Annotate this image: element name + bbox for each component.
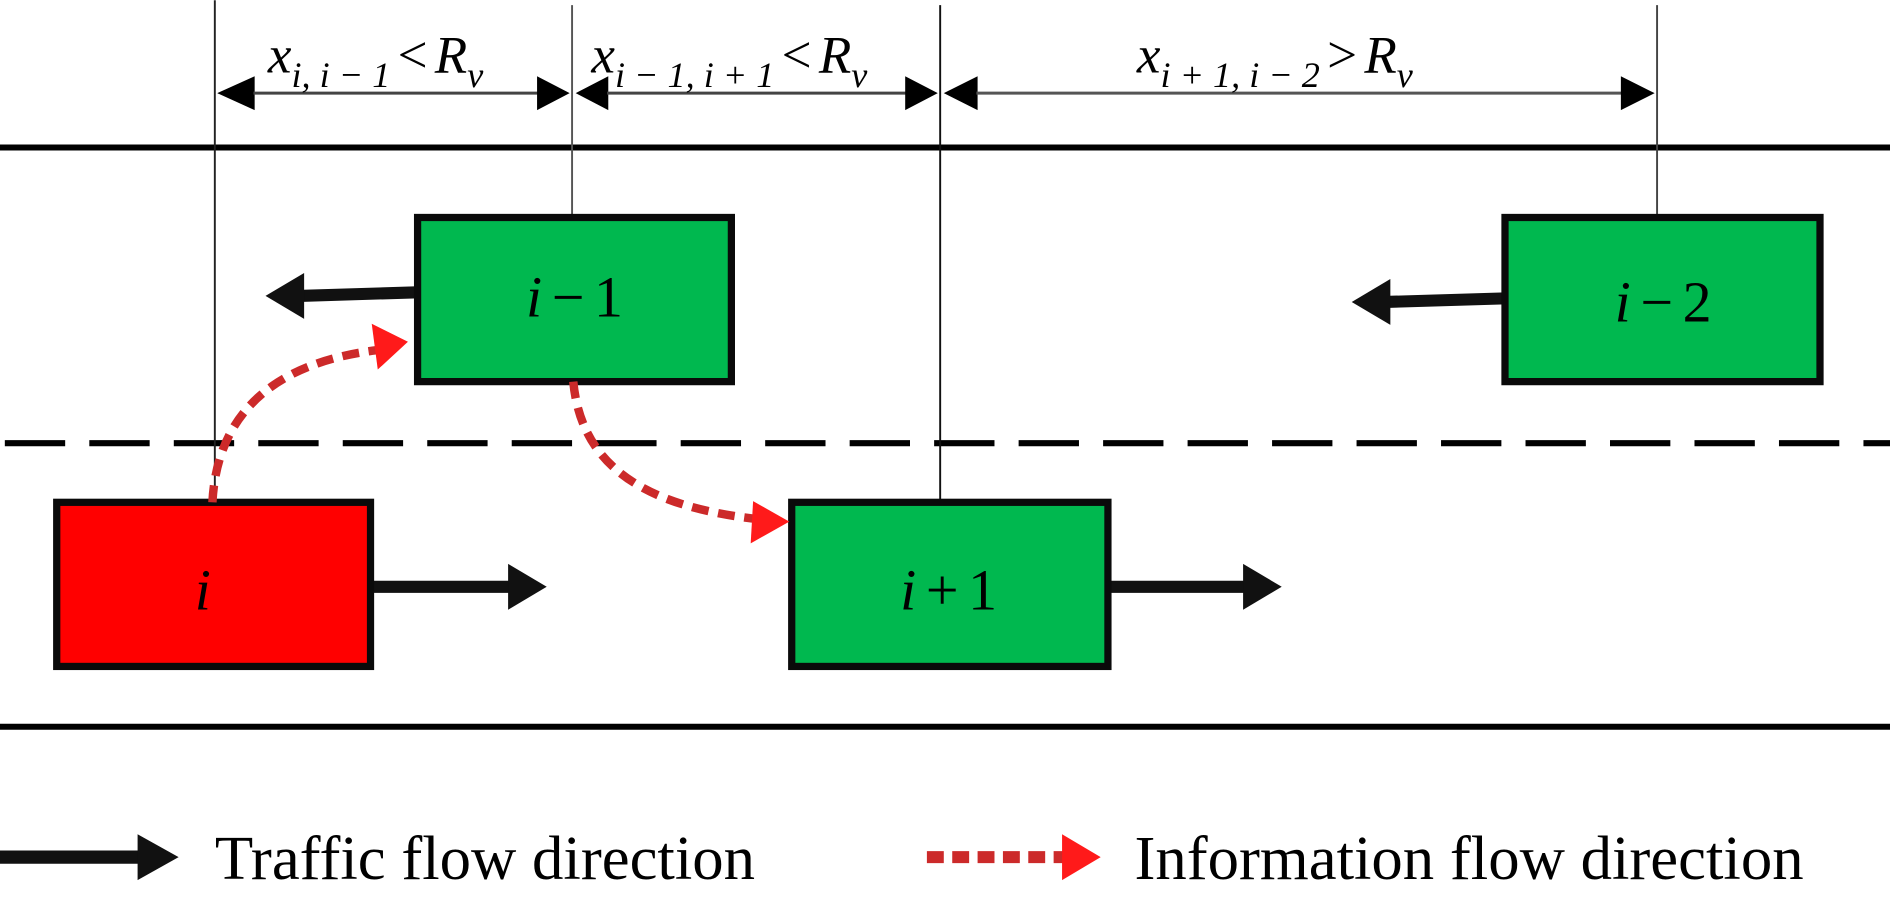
dimension-arrow-i+1-to-i-2 (943, 76, 1655, 111)
legend-traffic-flow: Traffic flow direction (0, 823, 755, 893)
info-flow-i-1-to-i+1 (569, 381, 790, 544)
svg-text:i+1: i+1 (900, 558, 997, 623)
distance-label-i+1-i-2: xi + 1, i − 2>Rv (1136, 27, 1414, 95)
vehicle-i-1: i−1 (413, 213, 735, 386)
legend-traffic-arrow-icon (0, 834, 179, 881)
dimension-arrow-i-to-i-1 (217, 76, 570, 111)
vehicle-i+1: i+1 (788, 498, 1112, 671)
traffic-arrow-i-2-left (1351, 279, 1506, 325)
legend-info-label: Information flow direction (1134, 823, 1803, 893)
info-flow-i-to-i-1 (208, 323, 408, 503)
svg-text:i−2: i−2 (1615, 269, 1712, 334)
vehicle-i-2: i−2 (1501, 213, 1824, 386)
dimension-arrow-i-1-to-i+1 (575, 76, 938, 111)
distance-label-i-i-1: xi, i − 1<Rv (267, 27, 484, 95)
svg-text:i−1: i−1 (526, 264, 623, 329)
legend-information-flow: Information flow direction (926, 823, 1804, 893)
traffic-arrow-i-right (370, 563, 547, 610)
legend-traffic-label: Traffic flow direction (215, 823, 755, 893)
traffic-arrow-i+1-right (1107, 563, 1282, 610)
traffic-arrow-i-1-left (265, 273, 418, 319)
svg-text:i: i (195, 558, 211, 623)
legend-info-arrow-icon (926, 834, 1101, 881)
vehicle-i: i (53, 498, 375, 671)
distance-label-i-1-i+1: xi − 1, i + 1<Rv (590, 27, 868, 95)
